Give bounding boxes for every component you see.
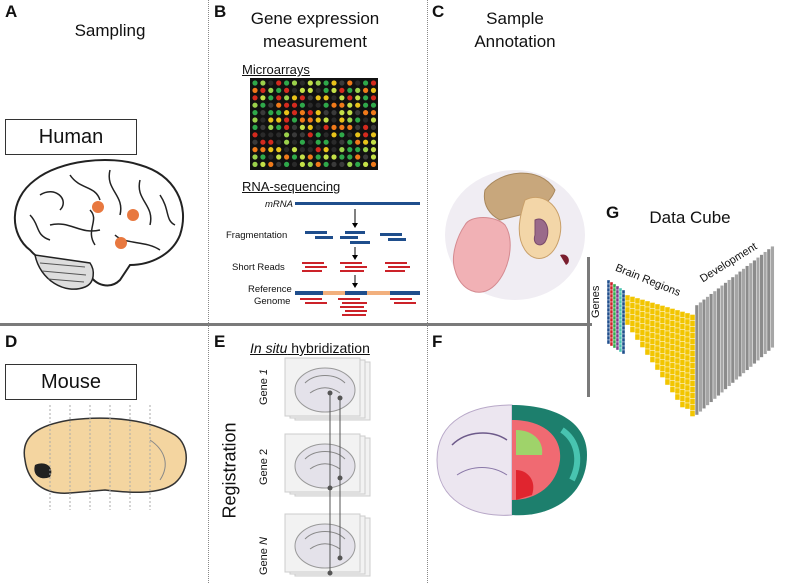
data-cube-title: Data Cube xyxy=(649,208,731,227)
data-cube-illustration xyxy=(606,246,775,417)
microarrays-label: Microarrays xyxy=(242,62,310,77)
mouse-brain-illustration xyxy=(23,405,187,510)
panel-letter-a: A xyxy=(5,2,18,21)
gene-expression-title-line2: measurement xyxy=(263,32,367,51)
panel-letter-g: G xyxy=(606,203,620,222)
dotted-divider-left xyxy=(208,0,209,583)
horizontal-separator xyxy=(0,323,592,326)
gene2-label: Gene 2 xyxy=(258,448,270,485)
human-tissue-section xyxy=(445,170,585,300)
in-situ-title: In situ hybridization xyxy=(250,340,370,356)
in-situ-rest: hybridization xyxy=(287,340,370,356)
vertical-connector xyxy=(587,257,590,397)
genen-prefix: Gene xyxy=(258,545,270,575)
panel-letter-e: E xyxy=(214,332,226,351)
reference-label: Reference xyxy=(248,284,292,295)
gene-expression-title-line1: Gene expression xyxy=(250,9,380,28)
mouse-label: Mouse xyxy=(5,364,137,400)
ish-sections xyxy=(284,357,371,577)
dotted-divider-right xyxy=(427,0,428,583)
mrna-label: mRNA xyxy=(265,199,293,210)
short-reads-label: Short Reads xyxy=(232,262,285,273)
genen-label: Gene N xyxy=(258,537,270,575)
mouse-tissue-section xyxy=(436,404,587,516)
rnaseq-diagram xyxy=(295,202,420,316)
genes-axis-label: Genes xyxy=(590,285,602,318)
microarray-grid xyxy=(250,78,378,170)
gene1-prefix: Gene xyxy=(258,375,270,405)
panel-letter-d: D xyxy=(5,332,18,351)
genome-label: Genome xyxy=(254,296,291,307)
panel-letter-b: B xyxy=(214,2,227,21)
gene1-label: Gene 1 xyxy=(258,369,270,405)
panel-letter-f: F xyxy=(432,332,443,351)
fragmentation-label: Fragmentation xyxy=(226,230,288,241)
human-brain-illustration xyxy=(13,159,185,290)
registration-label: Registration xyxy=(219,422,240,519)
human-label: Human xyxy=(5,119,137,155)
genen-num: N xyxy=(258,537,270,546)
in-situ-italic: In situ xyxy=(250,340,288,356)
sample-annotation-title-line2: Annotation xyxy=(474,32,556,51)
sample-annotation-title-line1: Sample xyxy=(486,9,544,28)
gene1-num: 1 xyxy=(258,368,270,376)
rnaseq-label: RNA-sequencing xyxy=(242,179,341,194)
panel-letter-c: C xyxy=(432,2,445,21)
sampling-title: Sampling xyxy=(74,21,146,40)
